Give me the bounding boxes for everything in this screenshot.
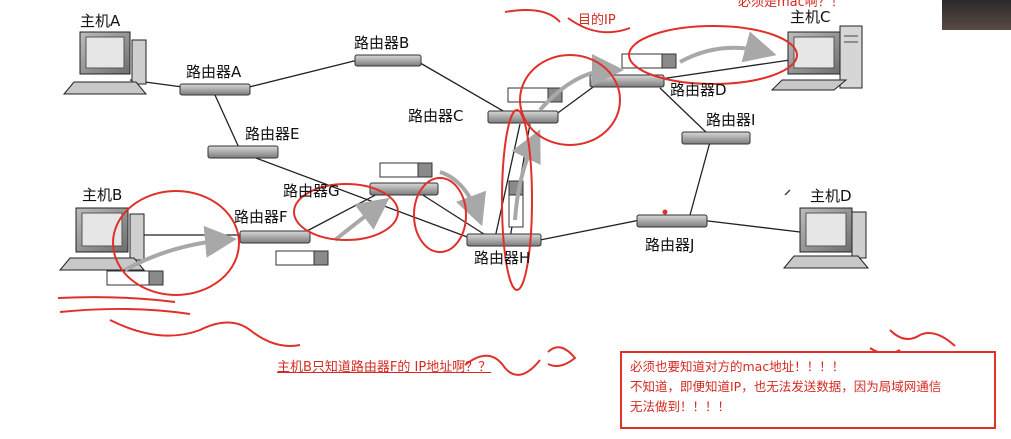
explanation-line: 无法做到！！！！ (630, 399, 731, 414)
router-f-label: 路由器F (234, 208, 288, 226)
host-b-label: 主机B (82, 186, 122, 204)
router-c-label: 路由器C (408, 107, 463, 125)
router-g-label: 路由器G (283, 182, 340, 200)
host-d-label: 主机D (810, 187, 852, 205)
packet-icon (275, 250, 329, 266)
question-annotation: 主机B只知道路由器F的 IP地址啊？？ (277, 360, 492, 375)
packet-icon (106, 270, 164, 286)
red-markings (57, 9, 956, 376)
router-b-icon (354, 54, 422, 67)
router-b-label: 路由器B (354, 34, 409, 52)
host-a-label: 主机A (80, 12, 121, 30)
router-e-label: 路由器E (245, 125, 299, 143)
host-c-icon (770, 25, 863, 91)
flow-arrows (124, 31, 777, 272)
router-d-icon (589, 74, 665, 88)
router-i-label: 路由器I (706, 111, 755, 129)
packet-icon (621, 53, 677, 69)
router-a-label: 路由器A (186, 63, 242, 81)
router-j-icon (636, 214, 708, 228)
host-c-label: 主机C (790, 8, 830, 26)
host-b-icon (58, 207, 146, 271)
presenter-webcam-thumbnail (942, 0, 1011, 30)
host-d-icon (782, 207, 870, 269)
router-h-label: 路由器H (474, 249, 530, 267)
explanation-box: 必须也要知道对方的mac地址！！！！ 不知道，即便知道IP，也无法发送数据，因为… (620, 351, 996, 429)
router-g-icon (369, 182, 439, 196)
router-f-icon (239, 230, 311, 244)
host-a-icon (62, 31, 148, 95)
router-i-icon (681, 131, 751, 145)
router-d-label: 路由器D (670, 81, 727, 99)
dest-ip-annotation: 目的IP (578, 12, 616, 28)
router-e-icon (207, 145, 279, 159)
explanation-line: 必须也要知道对方的mac地址！！！！ (630, 359, 845, 374)
pen-cursor-icon (784, 189, 791, 196)
packet-icon (379, 162, 433, 178)
router-a-icon (179, 83, 251, 96)
top-annotation: 必须是mac啊？！ (738, 0, 844, 10)
router-j-label: 路由器J (645, 236, 694, 254)
explanation-line: 不知道，即便知道IP，也无法发送数据，因为局域网通信 (630, 379, 942, 394)
